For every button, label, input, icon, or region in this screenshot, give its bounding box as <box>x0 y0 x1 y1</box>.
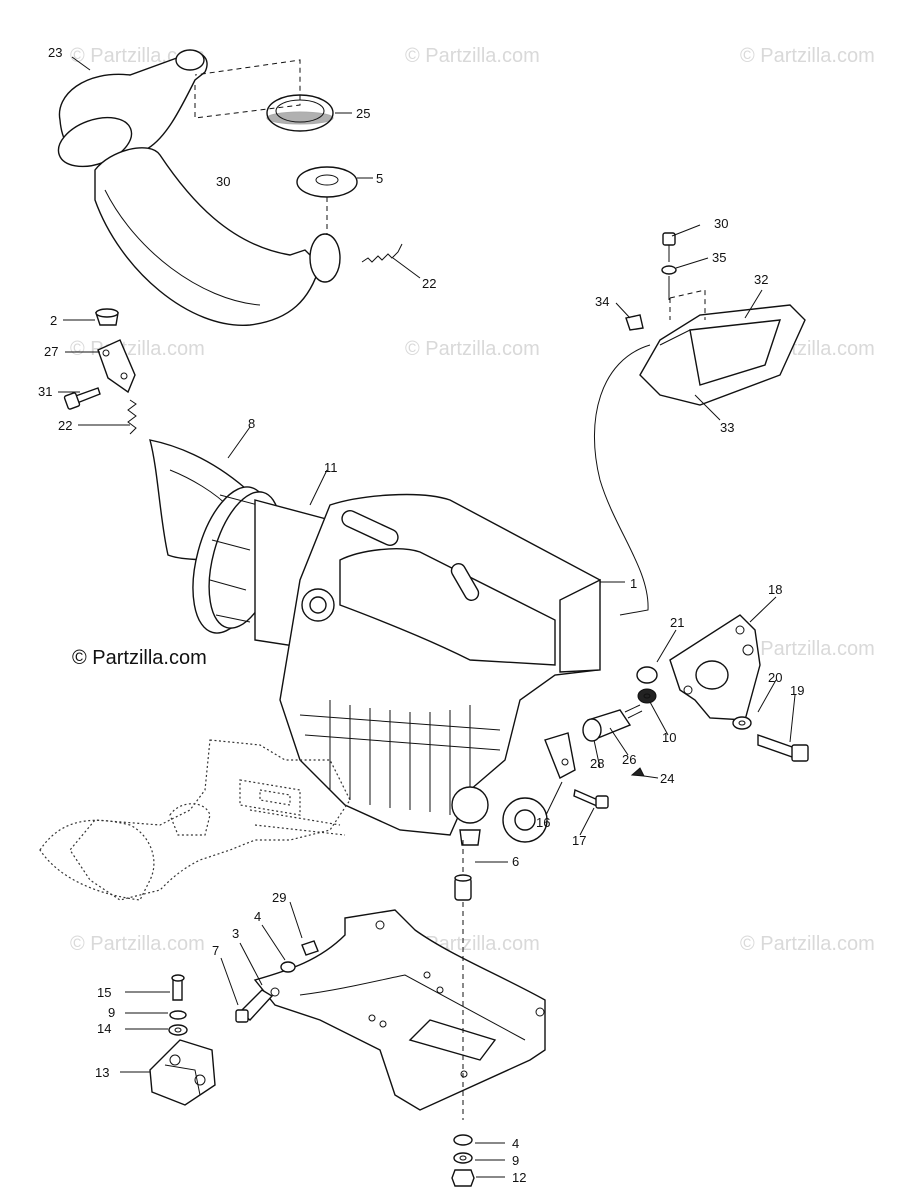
assembly-line <box>194 59 301 119</box>
watermark-text: © Partzilla.com <box>70 933 205 955</box>
copyright-text: © Partzilla.com <box>72 647 207 669</box>
callout-34: 34 <box>595 294 609 309</box>
engine-block <box>279 493 601 846</box>
callout-17: 17 <box>572 833 586 848</box>
watermark-text: © Partzilla.com <box>405 45 540 67</box>
air-vent-duct <box>594 232 806 616</box>
callout-31: 31 <box>38 384 52 399</box>
callout-33: 33 <box>720 420 734 435</box>
callout-7: 7 <box>212 943 219 958</box>
watermark-text: © Partzilla.com <box>740 933 875 955</box>
callout-4: 4 <box>512 1136 519 1151</box>
mount-bracket-group <box>63 308 137 435</box>
callout-16: 16 <box>536 815 550 830</box>
callout-21: 21 <box>670 615 684 630</box>
spring <box>361 243 403 263</box>
callout-30: 30 <box>714 216 728 231</box>
callout-27: 27 <box>44 344 58 359</box>
mount-block-group <box>149 974 216 1106</box>
callout-22: 22 <box>58 418 72 433</box>
callout-24: 24 <box>660 771 674 786</box>
callout-9: 9 <box>108 1005 115 1020</box>
callout-8: 8 <box>248 416 255 431</box>
callout-19: 19 <box>790 683 804 698</box>
callout-13: 13 <box>95 1065 109 1080</box>
callout-1: 1 <box>630 576 637 591</box>
callout-23: 23 <box>48 45 62 60</box>
leader-lines <box>58 56 796 1178</box>
callout-30: 30 <box>216 174 230 189</box>
exhaust-manifold-outline <box>39 739 351 901</box>
callout-6: 6 <box>512 854 519 869</box>
callout-5: 5 <box>376 171 383 186</box>
callout-2: 2 <box>50 313 57 328</box>
exhaust-pipe <box>57 49 341 326</box>
callout-28: 28 <box>590 756 604 771</box>
callout-3: 3 <box>232 926 239 941</box>
callout-12: 12 <box>512 1170 526 1185</box>
rubber-mounts <box>235 840 475 1187</box>
callout-20: 20 <box>768 670 782 685</box>
callout-labels: 23 25 30 5 22 2 27 31 22 8 11 30 35 32 3… <box>38 45 804 1185</box>
callout-10: 10 <box>662 730 676 745</box>
callout-26: 26 <box>622 752 636 767</box>
callout-4: 4 <box>254 909 261 924</box>
callout-35: 35 <box>712 250 726 265</box>
watermark-text: © Partzilla.com <box>740 45 875 67</box>
callout-22: 22 <box>422 276 436 291</box>
callout-15: 15 <box>97 985 111 1000</box>
watermark-text: © Partzilla.com <box>740 638 875 660</box>
engine-bed-plate <box>253 909 546 1111</box>
callout-9: 9 <box>512 1153 519 1168</box>
callout-25: 25 <box>356 106 370 121</box>
rubber-washer <box>296 166 358 198</box>
sealing-ring <box>266 94 334 132</box>
callout-14: 14 <box>97 1021 111 1036</box>
callout-11: 11 <box>324 460 338 475</box>
callout-29: 29 <box>272 890 286 905</box>
callout-18: 18 <box>768 582 782 597</box>
watermark-text: © Partzilla.com <box>405 338 540 360</box>
callout-32: 32 <box>754 272 768 287</box>
engine-mount-group <box>544 614 809 809</box>
watermark-text: © Partzilla.com <box>70 338 205 360</box>
